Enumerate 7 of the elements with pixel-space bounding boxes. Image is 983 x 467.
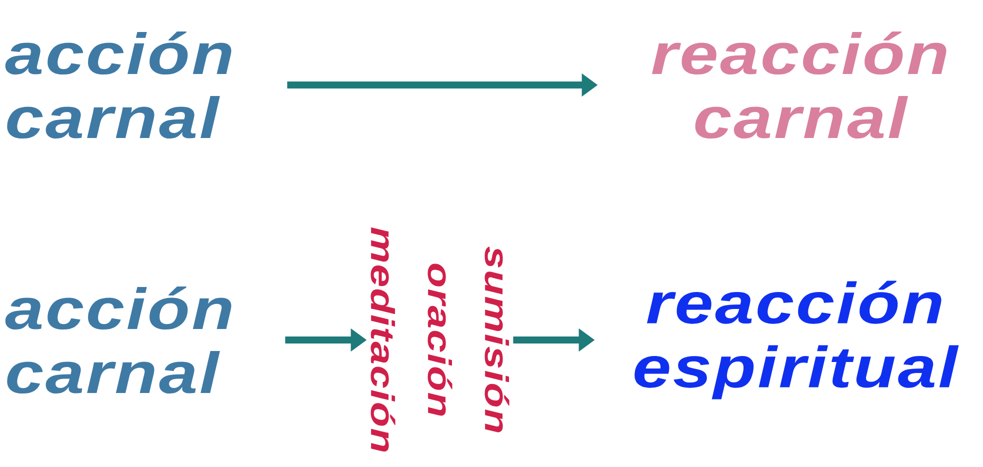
word-label: acción carnal: [5, 286, 232, 394]
word-label: acción carnal: [5, 31, 232, 139]
vertical-word: sumisión: [484, 246, 510, 432]
word-label: reacción espiritual: [634, 280, 959, 400]
vertical-word: meditación: [370, 227, 396, 452]
word-label: reacción carnal: [652, 31, 946, 139]
vertical-word: oración: [428, 264, 452, 416]
